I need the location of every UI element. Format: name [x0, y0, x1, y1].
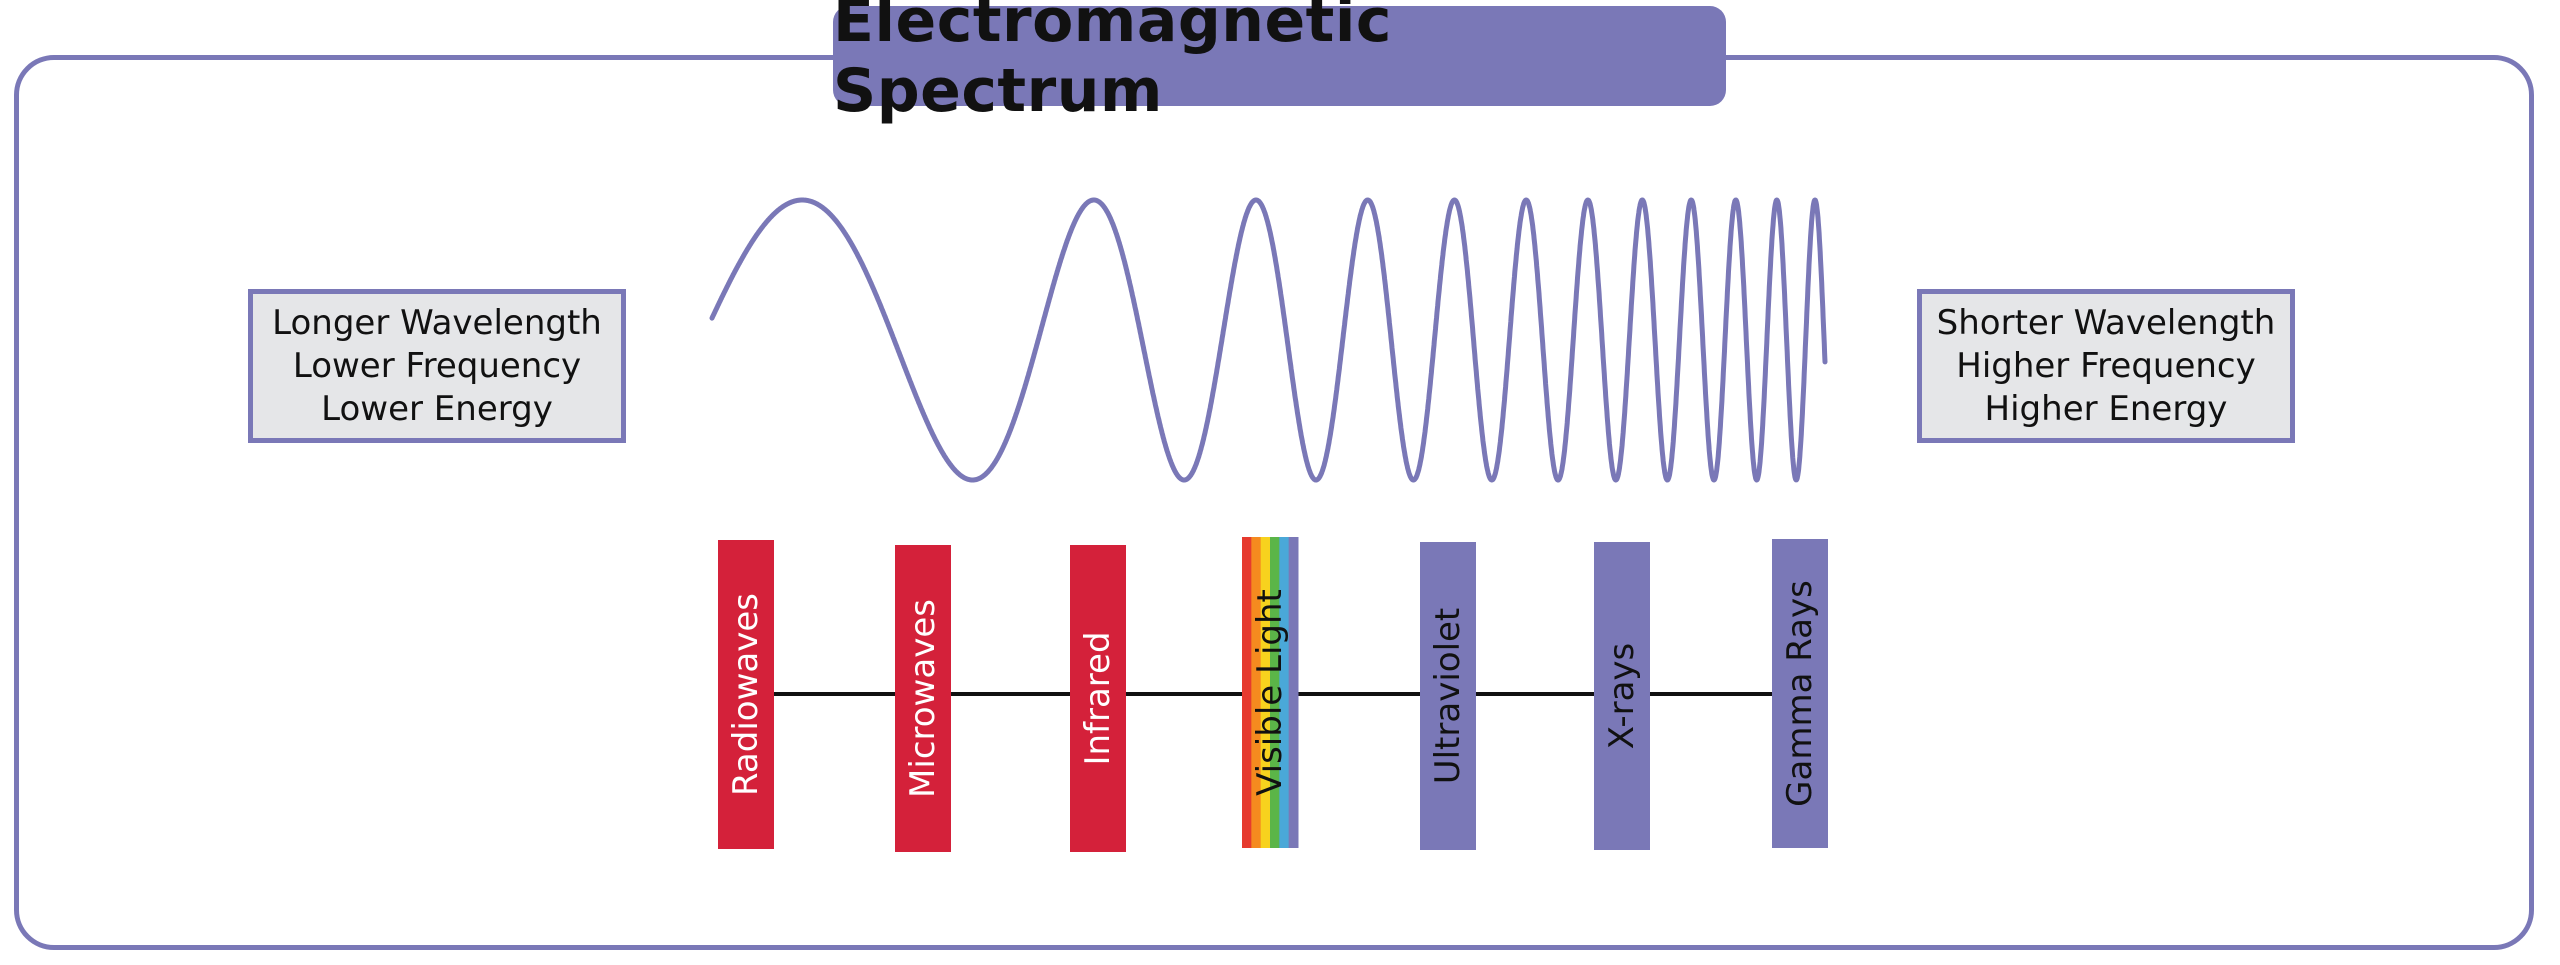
wave-line [709, 197, 1828, 483]
band-ultraviolet: Ultraviolet [1420, 542, 1476, 850]
high-energy-line-1: Shorter Wavelength [1936, 302, 2276, 343]
band-label: Infrared [1078, 631, 1118, 765]
band-rect [1772, 539, 1828, 848]
diagram-title-text: Electromagnetic Spectrum [833, 0, 1392, 126]
diagram-title: Electromagnetic Spectrum [833, 0, 1726, 126]
band-stripe [1260, 537, 1271, 848]
band-stripe [1251, 537, 1262, 848]
band-rect [718, 540, 774, 849]
band-label: X-rays [1602, 643, 1642, 750]
band-label: Microwaves [903, 599, 943, 798]
band-label: Radiowaves [726, 593, 766, 796]
band-stripe [1242, 537, 1252, 848]
band-label: Visible Light [1250, 589, 1290, 796]
low-energy-line-1: Longer Wavelength [272, 302, 602, 343]
band-rect [1070, 545, 1126, 852]
band-gamma-rays: Gamma Rays [1772, 539, 1828, 848]
band-rect [1420, 542, 1476, 850]
low-energy-line-3: Lower Energy [321, 388, 553, 429]
band-stripe [1279, 537, 1290, 848]
band-rect [895, 545, 951, 852]
band-stripe [1270, 537, 1280, 848]
band-microwaves: Microwaves [895, 545, 951, 852]
band-x-rays: X-rays [1594, 542, 1650, 850]
high-energy-line-3: Higher Energy [1984, 388, 2228, 429]
low-energy-box: Longer Wavelength Lower Frequency Lower … [248, 289, 626, 443]
low-energy-line-2: Lower Frequency [292, 345, 582, 386]
band-visible-light: Visible Light [1242, 537, 1299, 848]
high-energy-line-2: Higher Frequency [1956, 345, 2256, 386]
band-label: Gamma Rays [1780, 580, 1820, 807]
high-energy-box: Shorter Wavelength Higher Frequency High… [1917, 289, 2295, 443]
band-rect [1594, 542, 1650, 850]
band-radiowaves: Radiowaves [718, 540, 774, 849]
bands-group: Radiowaves Microwaves Infrared Visible Ligh… [718, 537, 1828, 852]
band-infrared: Infrared [1070, 545, 1126, 852]
band-label: Ultraviolet [1428, 608, 1468, 785]
band-stripe [1288, 537, 1299, 848]
